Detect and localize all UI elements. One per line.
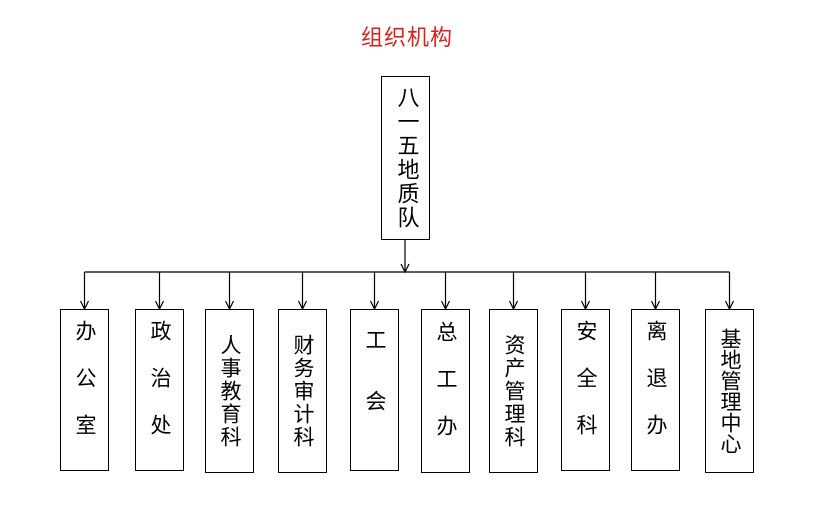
department-label: 工会	[363, 329, 387, 451]
department-node: 财务审计科	[278, 309, 327, 473]
department-node: 总工办	[421, 309, 470, 473]
department-label: 总工办	[434, 320, 458, 462]
department-label: 人事教育科	[218, 333, 242, 449]
department-node: 基地管理中心	[705, 309, 754, 473]
root-node-label: 八一五地质队	[393, 86, 419, 230]
department-label: 财务审计科	[291, 333, 315, 449]
department-node: 资产管理科	[489, 309, 538, 473]
department-node: 工会	[350, 309, 399, 471]
department-node: 政治处	[135, 309, 184, 471]
department-label: 政治处	[148, 319, 172, 461]
department-label: 办公室	[73, 319, 97, 461]
department-node: 办公室	[60, 309, 109, 471]
department-label: 资产管理科	[502, 333, 526, 449]
department-node: 安全科	[561, 309, 610, 471]
department-label: 离退办	[644, 319, 668, 461]
department-label: 基地管理中心	[718, 328, 742, 454]
department-node: 人事教育科	[205, 309, 254, 473]
department-label: 安全科	[574, 319, 598, 461]
department-node: 离退办	[631, 309, 680, 471]
root-node: 八一五地质队	[381, 76, 430, 240]
diagram-title: 组织机构	[360, 26, 453, 51]
